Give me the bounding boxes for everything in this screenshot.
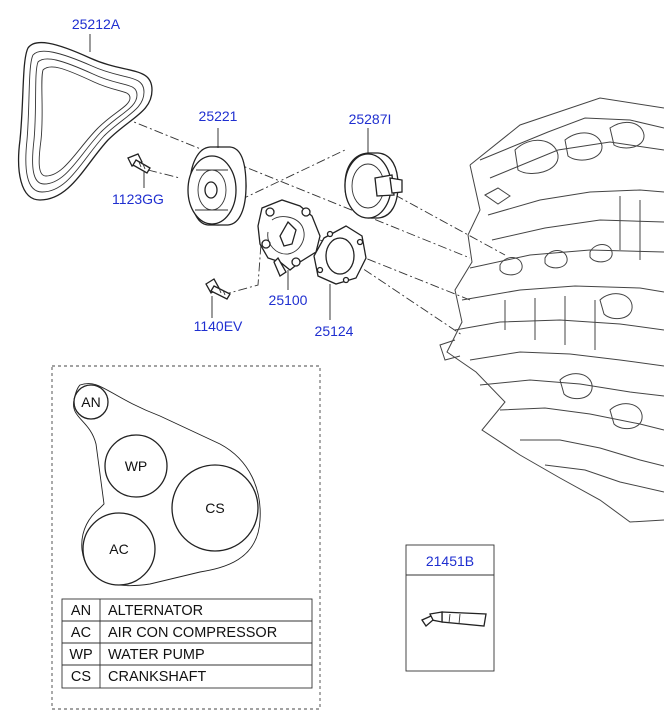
callout-tensioner: 25287I <box>349 111 392 127</box>
routing-frame <box>51 365 321 710</box>
legend-code-2: AC <box>71 625 91 641</box>
gasket <box>313 225 367 285</box>
belt-routing-panel: AN WP CS AC AN ALTERNATOR AC AIR CON COM… <box>51 365 321 710</box>
pulley-cs-label: CS <box>205 500 224 516</box>
callout-bolt-small: 1123GG <box>112 191 164 207</box>
callout-bolt-long: 1140EV <box>194 318 243 334</box>
pulley-ac <box>82 512 156 586</box>
water-pump <box>257 199 321 277</box>
tensioner-pulley <box>344 152 403 219</box>
idler-pulley <box>187 146 247 226</box>
engine-block <box>439 97 664 523</box>
bolt-1123gg <box>127 153 151 174</box>
drive-belt <box>17 41 153 201</box>
callout-water-pump: 25100 <box>269 292 308 308</box>
leader-lines <box>89 34 369 320</box>
pulley-wp <box>104 434 168 498</box>
legend-code-4: CS <box>71 669 91 685</box>
pulley-an-label: AN <box>81 394 100 410</box>
pulley-ac-label: AC <box>109 541 128 557</box>
legend-name-4: CRANKSHAFT <box>108 669 206 685</box>
bolt-1140ev <box>205 278 231 300</box>
callout-gasket: 25124 <box>315 323 354 339</box>
callout-sealant: 21451B <box>426 553 474 569</box>
pulley-wp-label: WP <box>125 458 148 474</box>
sealant-panel: 21451B <box>405 544 495 672</box>
callout-idler-pulley: 25221 <box>199 108 238 124</box>
legend-code-3: WP <box>69 647 92 663</box>
legend-code-1: AN <box>71 603 91 619</box>
sealant-tube-icon <box>421 611 487 627</box>
legend-table: AN ALTERNATOR AC AIR CON COMPRESSOR WP W… <box>61 598 313 689</box>
legend-name-3: WATER PUMP <box>108 647 205 663</box>
legend-name-2: AIR CON COMPRESSOR <box>108 625 277 641</box>
pulley-cs <box>171 464 259 552</box>
callout-belt: 25212A <box>72 16 121 32</box>
pulley-an <box>73 384 109 420</box>
legend-name-1: ALTERNATOR <box>108 603 203 619</box>
